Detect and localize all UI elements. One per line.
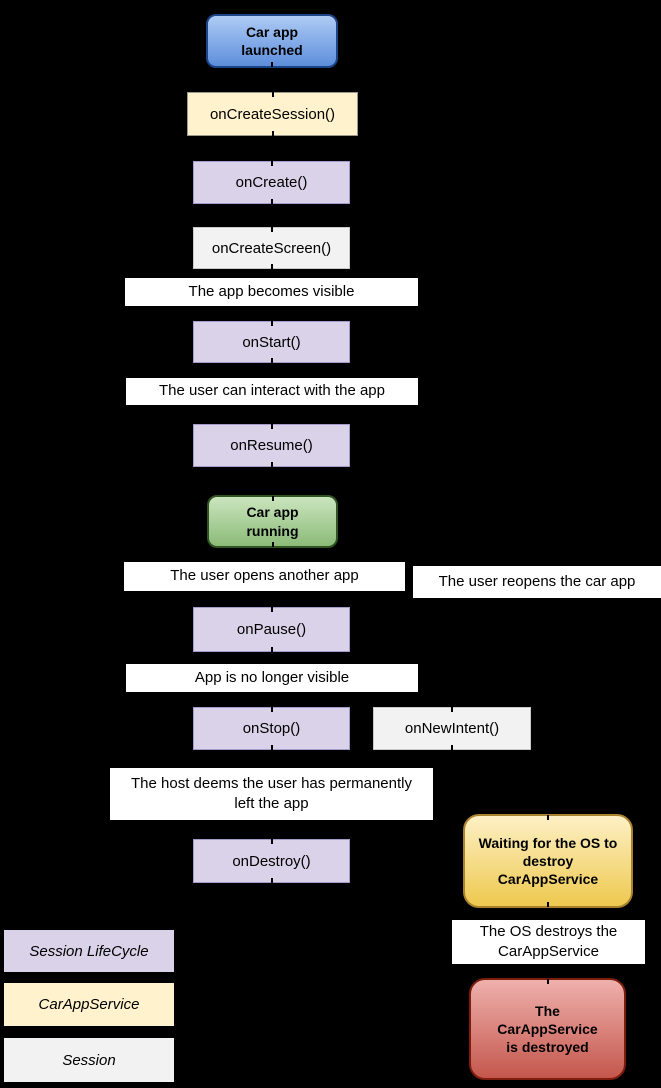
callback-label: onCreateSession() [209,105,336,123]
legend-label: Session LifeCycle [29,942,149,960]
callback-label: onCreateScreen() [211,239,332,257]
legend-label: Session [62,1051,116,1069]
event-label: The host deems the user has permanently … [131,774,412,812]
state-label: Waiting for the OS to destroy CarAppServ… [478,834,618,888]
state-label: The CarAppService is destroyed [497,1002,598,1056]
event-app-no-longer-visible: App is no longer visible [126,664,418,692]
state-waiting-os-destroy: Waiting for the OS to destroy CarAppServ… [463,814,633,908]
state-service-destroyed: The CarAppService is destroyed [469,978,626,1080]
legend-session: Session [3,1037,175,1083]
callback-on-new-intent: onNewIntent() [373,707,531,750]
event-app-becomes-visible: The app becomes visible [125,278,418,306]
state-label: Car app launched [241,23,303,58]
event-label: The user can interact with the app [159,382,385,400]
event-os-destroys-service: The OS destroys the CarAppService [452,920,645,964]
callback-label: onDestroy() [232,852,311,870]
callback-label: onStop() [242,720,301,737]
callback-on-create-screen: onCreateScreen() [193,227,350,269]
event-label: The OS destroys the CarAppService [479,922,618,960]
callback-label: onResume() [230,437,313,454]
event-label: The app becomes visible [188,282,355,300]
event-label: App is no longer visible [194,668,350,686]
callback-on-stop: onStop() [193,707,350,750]
state-label: Car app running [246,504,299,539]
legend-label: CarAppService [38,996,140,1013]
event-label: The user opens another app [170,567,359,585]
event-host-deems-user-left: The host deems the user has permanently … [110,768,433,820]
callback-label: onStart() [242,333,301,351]
callback-on-resume: onResume() [193,424,350,467]
legend-car-app-service: CarAppService [3,982,175,1027]
event-user-reopens-car-app: The user reopens the car app [413,566,661,598]
callback-label: onNewIntent() [404,720,500,737]
state-car-app-running: Car app running [207,495,338,548]
event-label: The user reopens the car app [438,572,636,590]
callback-on-start: onStart() [193,321,350,363]
callback-label: onCreate() [235,174,308,191]
legend-session-lifecycle: Session LifeCycle [3,929,175,973]
state-car-app-launched: Car app launched [206,14,338,68]
event-user-opens-another-app: The user opens another app [124,562,405,591]
callback-on-pause: onPause() [193,607,350,652]
callback-on-destroy: onDestroy() [193,839,350,883]
callback-on-create-session: onCreateSession() [187,92,358,136]
callback-on-create: onCreate() [193,161,350,204]
callback-label: onPause() [236,621,307,638]
event-user-can-interact: The user can interact with the app [126,378,418,405]
